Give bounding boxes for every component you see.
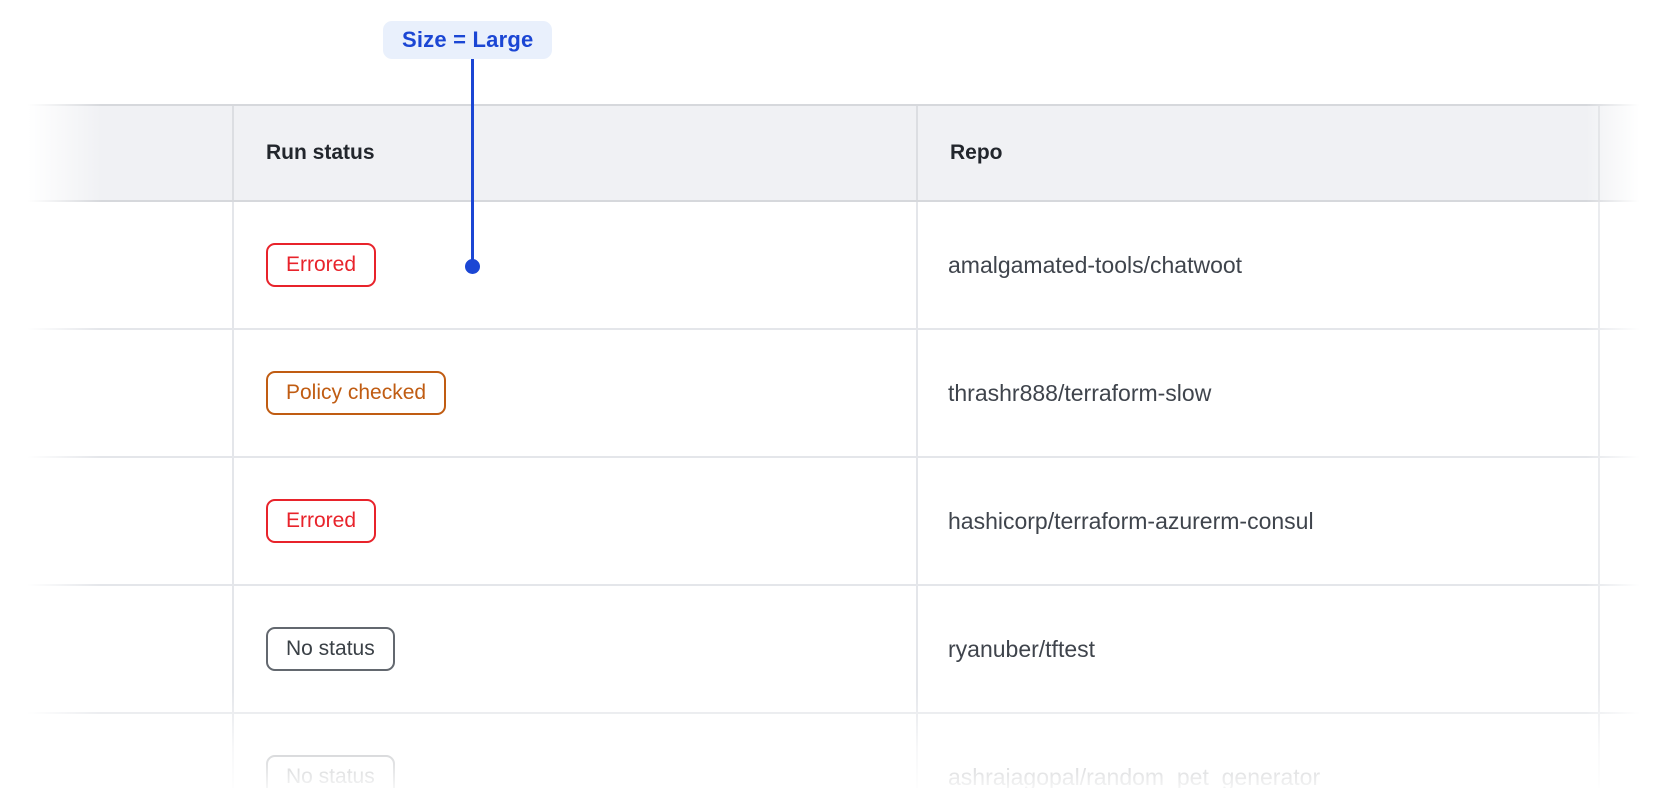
table-row[interactable]: No status ryanuber/tftest [18,586,1648,714]
column-header-run-status: Run status [232,106,916,200]
run-status-cell: Errored [232,458,916,584]
repo-cell: ashrajagopal/random_pet_generator [916,714,1598,788]
repo-name: ashrajagopal/random_pet_generator [948,763,1321,788]
selection-cell [18,586,232,712]
run-status-cell: No status [232,714,916,788]
run-status-badge: Errored [266,243,377,287]
annotation-pointer-dot [465,259,480,274]
column-header-selection [18,106,232,200]
repo-cell: ryanuber/tftest [916,586,1598,712]
repo-cell: hashicorp/terraform-azurerm-consul [916,458,1598,584]
run-status-cell: No status [232,586,916,712]
table-row[interactable]: Policy checked thrashr888/terraform-slow [18,330,1648,458]
repo-cell: amalgamated-tools/chatwoot [916,202,1598,328]
column-header-repo: Repo [916,106,1598,200]
overflow-cell [1598,202,1648,328]
table-row[interactable]: No status ashrajagopal/random_pet_genera… [18,714,1648,788]
selection-cell [18,714,232,788]
run-status-cell: Errored [232,202,916,328]
annotation-pointer-line [471,58,474,260]
table-body: Errored amalgamated-tools/chatwoot Polic… [18,202,1648,788]
repo-name: ryanuber/tftest [948,635,1096,662]
column-header-overflow [1598,106,1648,200]
overflow-cell [1598,586,1648,712]
run-status-cell: Policy checked [232,330,916,456]
repo-name: amalgamated-tools/chatwoot [948,251,1243,278]
size-annotation-text: Size = Large [402,27,534,52]
repo-name: thrashr888/terraform-slow [948,379,1212,406]
selection-cell [18,330,232,456]
table-row[interactable]: Errored hashicorp/terraform-azurerm-cons… [18,458,1648,586]
repo-name: hashicorp/terraform-azurerm-consul [948,507,1314,534]
run-status-badge: Errored [266,499,377,543]
table-header-row: Run status Repo [18,104,1648,202]
runs-table: Run status Repo Errored amalgamated-tool… [18,104,1648,788]
overflow-cell [1598,330,1648,456]
run-status-badge: Policy checked [266,371,447,415]
repo-cell: thrashr888/terraform-slow [916,330,1598,456]
overflow-cell [1598,714,1648,788]
run-status-badge: No status [266,755,395,788]
overflow-cell [1598,458,1648,584]
table-row[interactable]: Errored amalgamated-tools/chatwoot [18,202,1648,330]
selection-cell [18,458,232,584]
size-annotation-label: Size = Large [383,21,553,59]
run-status-badge: No status [266,627,395,671]
selection-cell [18,202,232,328]
